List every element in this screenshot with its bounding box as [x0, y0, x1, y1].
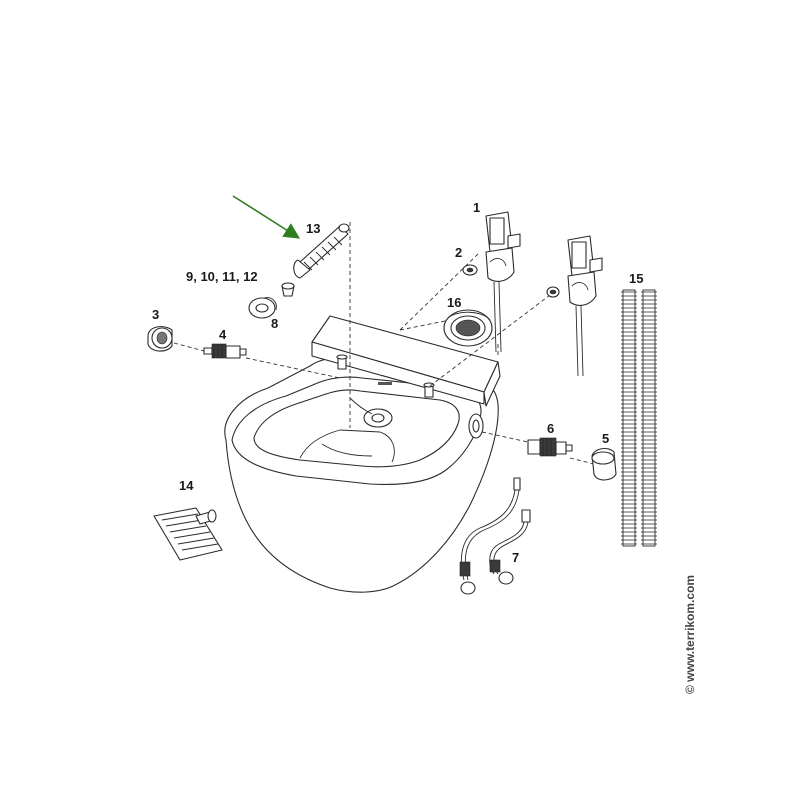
watermark-text: © www.terrikom.com	[683, 575, 697, 694]
green-arrow-icon	[232, 195, 301, 239]
label-part-16: 16	[447, 295, 461, 310]
label-part-13: 13	[306, 221, 320, 236]
part-14-filter-grid	[153, 507, 223, 561]
part-5-knob	[591, 447, 617, 481]
part-16-seal-ring	[443, 309, 493, 347]
right-valve-bracket	[567, 235, 603, 377]
label-part-3: 3	[152, 307, 159, 322]
part-1-valve-bracket	[485, 211, 521, 353]
assembly-guide-lines	[173, 222, 595, 465]
part-labels: 1 2 3 4 5 6 7 8 9, 10, 11, 12 13 14 15 1…	[152, 200, 643, 565]
label-part-9-12: 9, 10, 11, 12	[186, 269, 258, 284]
part-2-nut	[462, 264, 560, 298]
label-part-8: 8	[271, 316, 278, 331]
label-part-1: 1	[473, 200, 480, 215]
part-6-cartridge	[527, 437, 573, 457]
label-part-7: 7	[512, 550, 519, 565]
toilet-bowl	[224, 315, 501, 593]
part-13-spring-hose	[293, 223, 350, 279]
label-part-5: 5	[602, 431, 609, 446]
part-7-flex-hoses	[459, 477, 531, 595]
label-part-14: 14	[179, 478, 194, 493]
part-4-cartridge	[203, 343, 247, 359]
part-9-12-fittings	[281, 282, 295, 297]
label-part-15: 15	[629, 271, 643, 286]
part-8-washer	[248, 297, 277, 319]
label-part-6: 6	[547, 421, 554, 436]
label-part-4: 4	[219, 327, 227, 342]
part-3-end-cap	[147, 326, 173, 352]
part-15-corrugated-hose	[621, 289, 657, 547]
label-part-2: 2	[455, 245, 462, 260]
